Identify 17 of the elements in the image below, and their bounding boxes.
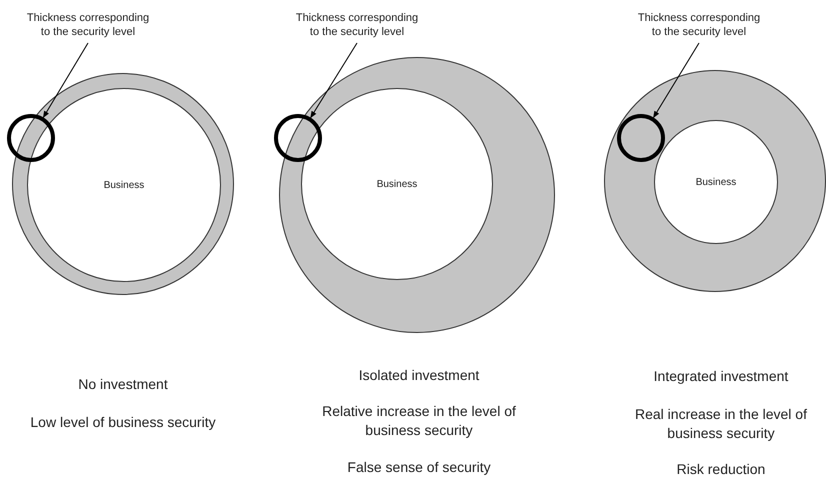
business-circle: Business [654, 120, 778, 244]
outcome-text: Real increase in the level of business security [634, 405, 808, 443]
investment-heading: Integrated investment [652, 367, 790, 386]
outcome-text: Risk reduction [676, 460, 766, 479]
outcome-text: False sense of security [346, 458, 492, 477]
leader-arrow [653, 42, 700, 118]
annotation-text: Thickness corresponding to the security level [292, 11, 422, 41]
investment-heading: Isolated investment [358, 366, 480, 385]
annotation-text: Thickness corresponding to the security level [23, 11, 153, 41]
leader-arrow [310, 42, 358, 118]
annotation-text: Thickness corresponding to the security level [634, 11, 764, 41]
business-circle: Business [27, 88, 221, 282]
investment-heading: No investment [77, 375, 169, 394]
outcome-text: Low level of business security [29, 413, 217, 432]
outcome-text: Relative increase in the level of business security [321, 402, 517, 440]
business-circle: Business [301, 88, 493, 280]
leader-arrow [42, 42, 88, 118]
